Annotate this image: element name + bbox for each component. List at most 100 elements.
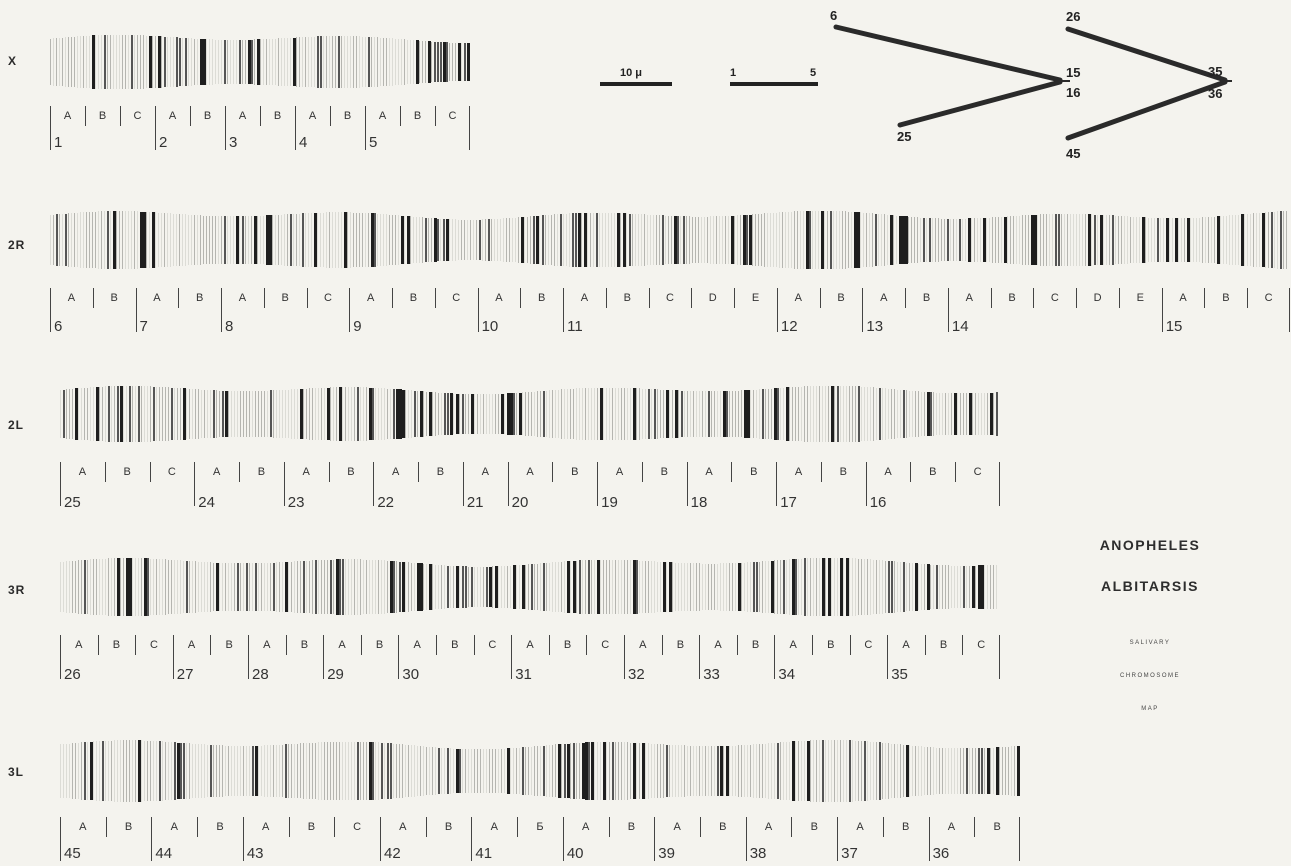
subsection-label: C: [1051, 292, 1059, 304]
chromosome-band: [603, 560, 604, 615]
chromosome-band: [1118, 216, 1119, 264]
chromosome-band: [741, 390, 742, 437]
chromosome-band: [137, 211, 138, 268]
chromosome-band: [660, 744, 661, 798]
chromosome-band: [807, 386, 808, 442]
chromosome-band: [65, 214, 67, 267]
chromosome-band: [654, 389, 656, 439]
subsection-label: A: [153, 292, 160, 304]
section-divider: [929, 817, 930, 861]
chromosome-band: [539, 216, 540, 265]
chromosome-band: [990, 748, 991, 795]
chromosome-band: [726, 563, 727, 610]
chromosome-band: [185, 214, 186, 265]
section-number: 15: [1166, 318, 1183, 335]
chromosome-band: [473, 220, 474, 261]
chromosome-band: [150, 559, 151, 616]
section-number: 9: [353, 318, 361, 335]
chromosome-band: [129, 386, 131, 442]
chromosome-band: [128, 211, 129, 269]
chromosome-band: [738, 391, 739, 438]
section-divider: [508, 462, 509, 506]
chromosome-band: [1002, 747, 1003, 795]
chromosome-band: [381, 560, 382, 613]
chromosome-band: [942, 565, 943, 609]
chromosome-band: [699, 391, 700, 437]
chromosome-band: [599, 213, 600, 268]
chromosome-band: [531, 392, 532, 436]
chromosome-band: [312, 743, 313, 799]
chromosome-band: [594, 388, 595, 441]
chromosome-band: [66, 389, 67, 438]
chromosome-band: [77, 213, 78, 268]
chromosome-band: [527, 217, 528, 264]
chromosome-band: [399, 744, 400, 798]
chromosome-band: [984, 393, 985, 435]
chromosome-band: [917, 217, 918, 262]
subsection-divider: [210, 635, 211, 655]
chromosome-band: [563, 214, 564, 266]
chromosome-band: [84, 388, 85, 441]
chromosome-band: [699, 563, 700, 610]
chromosome-band: [783, 388, 784, 441]
chromosome-band: [788, 212, 789, 268]
chromosome-band: [357, 742, 359, 801]
chromosome-band: [719, 216, 720, 263]
chromosome-band: [981, 393, 982, 435]
chromosome-band: [201, 744, 202, 797]
subsection-divider: [239, 462, 240, 482]
chromosome-band: [494, 219, 495, 261]
subsection-label: C: [150, 639, 158, 651]
chromosome-band: [465, 749, 466, 793]
chromosome-band: [156, 559, 157, 615]
chromosome-band: [807, 558, 808, 615]
chromosome-band: [312, 388, 313, 439]
chromosome-band: [600, 742, 601, 800]
chromosome-band: [668, 216, 669, 265]
chromosome-band: [683, 216, 685, 263]
chromosome-band: [774, 743, 775, 799]
chromosome-band: [804, 558, 806, 615]
arm-end-divider: [999, 462, 1000, 506]
chromosome-band: [789, 742, 790, 801]
chromosome-band: [180, 743, 182, 799]
chromosome-band: [111, 386, 112, 442]
chromosome-band: [993, 393, 994, 436]
chromosome-band: [620, 213, 621, 267]
chromosome-band: [135, 740, 136, 801]
chromosome-band: [291, 744, 292, 798]
chromosome-band: [122, 211, 123, 269]
subsection-divider: [606, 288, 607, 308]
chromosome-band: [384, 560, 385, 613]
chromosome-band: [650, 215, 651, 266]
chromosome-band: [770, 213, 771, 267]
chromosome-band: [296, 214, 297, 266]
chromosome-band: [588, 742, 590, 799]
chromosome-band: [141, 740, 142, 801]
section-divider: [194, 462, 195, 506]
chromosome-band: [329, 212, 330, 267]
junction-line-25-16: [900, 82, 1060, 125]
chromosome-band: [501, 566, 502, 608]
chromosome-band: [687, 563, 688, 611]
chromosome-band: [960, 393, 961, 434]
chromosome-band: [522, 392, 523, 435]
chromosome-band: [461, 220, 462, 261]
chromosome-band: [335, 212, 336, 267]
subsection-label: B: [661, 466, 668, 478]
chromosome-band: [1097, 215, 1098, 266]
chromosome-band: [243, 391, 244, 437]
chromosome-band: [110, 211, 111, 269]
chromosome-band: [126, 386, 127, 442]
subsection-label: A: [902, 639, 909, 651]
chromosome-band: [549, 563, 550, 612]
subsection-divider: [734, 288, 735, 308]
chromosome-band: [830, 211, 832, 269]
chromosome-band: [224, 216, 226, 263]
chromosome-band: [411, 563, 412, 612]
chromosome-band: [447, 748, 449, 794]
chromosome-band: [162, 387, 163, 441]
section-number: 19: [601, 494, 618, 511]
chromosome-band: [281, 215, 282, 266]
chromosome-band: [195, 561, 196, 612]
